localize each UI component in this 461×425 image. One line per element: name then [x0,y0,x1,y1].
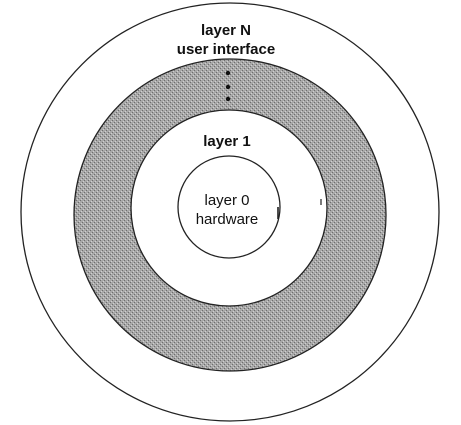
ellipsis-dot [225,96,231,102]
ellipsis-dot [225,70,231,76]
layer-0-circle [177,155,281,259]
layer-0-title: layer 0 [204,192,249,209]
ellipsis-dot [225,84,231,90]
layer-n-subtitle: user interface [177,41,275,58]
layer-1-title: layer 1 [203,133,251,150]
layer-0-subtitle: hardware [196,211,259,228]
layer-n-title: layer N [201,22,251,39]
ellipsis-dots [225,70,231,102]
